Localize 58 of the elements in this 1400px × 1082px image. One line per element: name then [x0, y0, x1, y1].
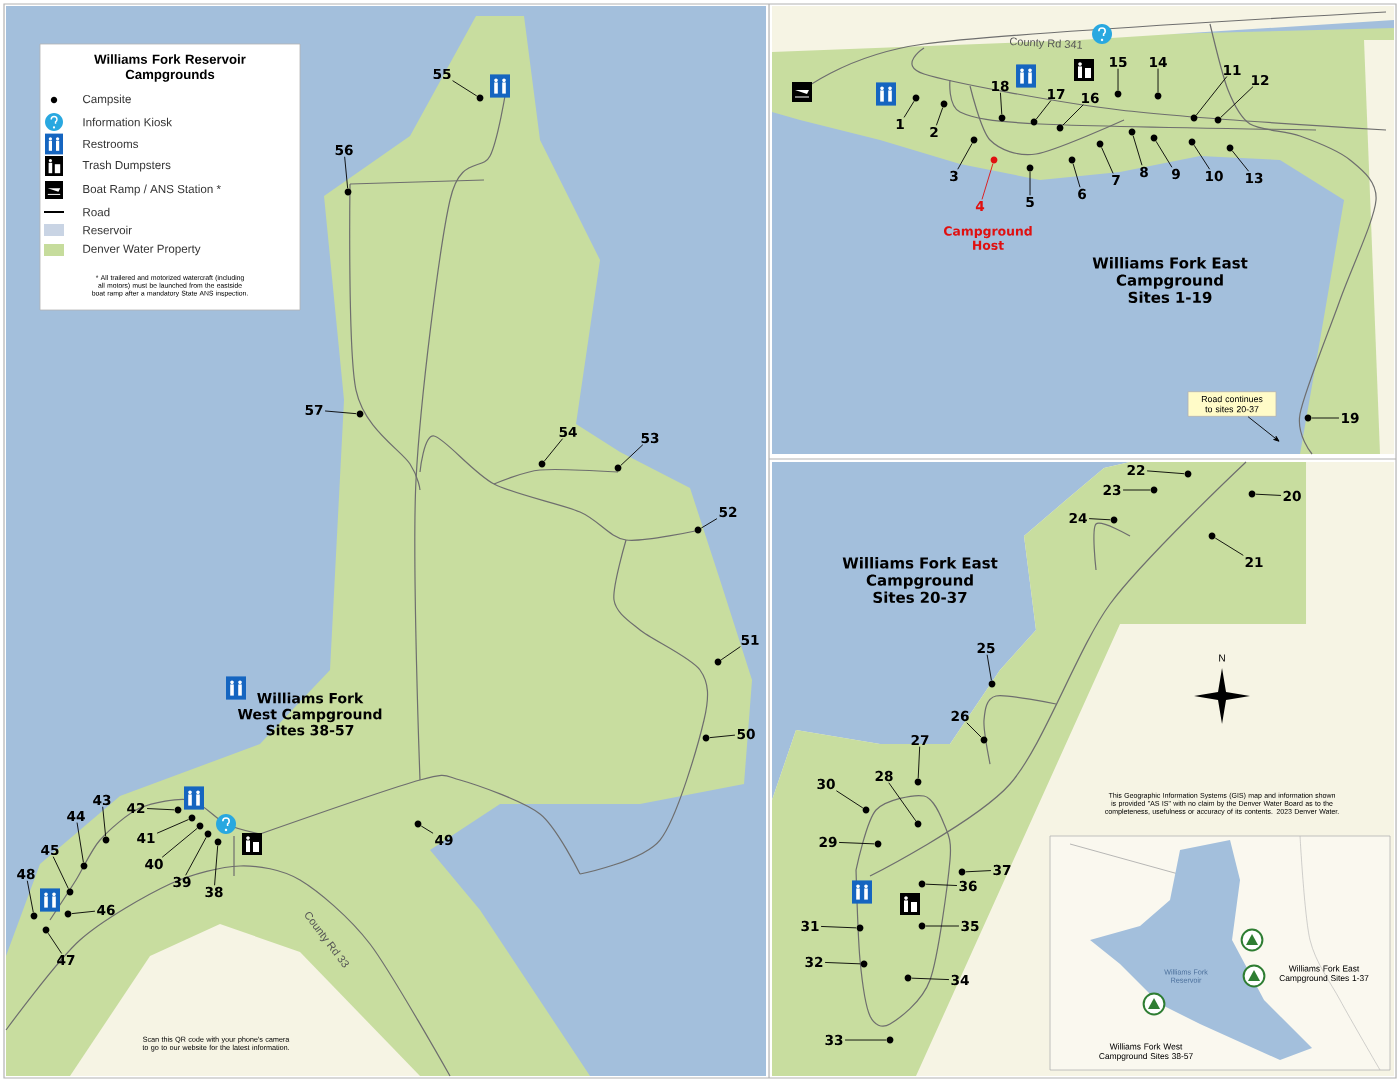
- leader-line: [835, 790, 864, 809]
- leader-line: [185, 836, 207, 876]
- leader-line: [1117, 68, 1119, 91]
- leader-line: [71, 910, 96, 915]
- leader-line: [1101, 147, 1114, 174]
- leader-line: [102, 806, 107, 837]
- leader-line: [214, 845, 219, 886]
- leader-line: [1122, 489, 1151, 491]
- leader-line: [1231, 150, 1250, 172]
- leader-line: [820, 926, 857, 929]
- leader-line: [1088, 518, 1111, 521]
- leader-line: [1311, 417, 1340, 419]
- leader-line: [965, 870, 992, 873]
- leader-line: [452, 80, 478, 97]
- leader-line: [156, 819, 189, 834]
- leader-line: [47, 932, 63, 954]
- leader-line: [1035, 100, 1052, 120]
- leader-line: [1062, 104, 1084, 126]
- leader-line: [709, 734, 736, 739]
- leader-line: [917, 746, 921, 779]
- leader-line: [1029, 171, 1031, 196]
- leader-line: [966, 722, 982, 738]
- leader-line: [1193, 144, 1211, 170]
- leader-line: [1000, 92, 1003, 115]
- arrow: [1247, 416, 1280, 442]
- leader-line: [1195, 76, 1228, 116]
- leader-line: [76, 822, 84, 863]
- leader-line: [420, 825, 434, 834]
- leader-line: [957, 142, 973, 170]
- leader-line: [838, 842, 875, 845]
- leader-line: [925, 925, 960, 927]
- leader-line: [981, 163, 994, 200]
- leader-line: [1255, 493, 1282, 496]
- leader-line: [925, 883, 958, 886]
- leader-line: [324, 410, 357, 415]
- leader-line: [620, 444, 644, 466]
- leader-line: [844, 1039, 887, 1041]
- leader-line: [903, 100, 915, 118]
- leader-line: [888, 782, 917, 822]
- leader-line: [1220, 86, 1254, 118]
- leader-line: [1155, 140, 1173, 168]
- leader-line: [1214, 537, 1244, 556]
- leader-line: [146, 808, 175, 811]
- leader-line: [700, 518, 718, 529]
- leader-line: [1132, 135, 1143, 166]
- leader-line: [1157, 68, 1159, 93]
- leader-line: [344, 156, 349, 189]
- leader-line: [1072, 163, 1081, 188]
- leader-line: [720, 646, 741, 661]
- leader-line: [986, 654, 992, 681]
- leader-line: [1146, 470, 1185, 475]
- leader-line: [52, 856, 69, 890]
- leader-line: [935, 107, 944, 126]
- leader-line: [26, 880, 34, 913]
- leader-line: [543, 438, 564, 462]
- leader-line: [824, 962, 861, 965]
- leader-line: [161, 827, 198, 858]
- leader-line: [911, 977, 950, 981]
